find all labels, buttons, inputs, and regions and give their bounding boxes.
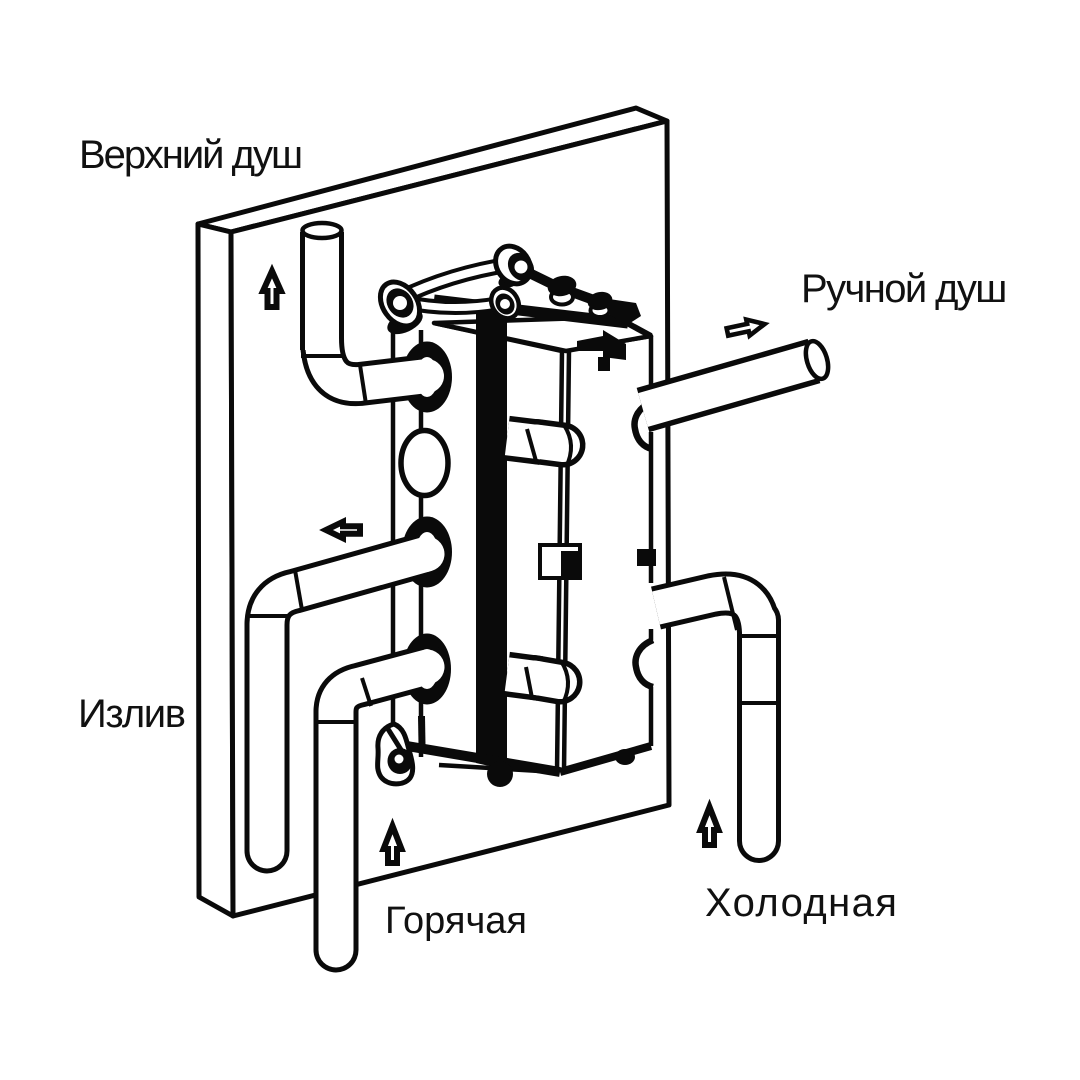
svg-text:Ручной душ: Ручной душ xyxy=(801,267,1006,311)
svg-text:Горячая: Горячая xyxy=(385,900,527,942)
svg-text:Верхний душ: Верхний душ xyxy=(79,133,301,177)
svg-text:Излив: Излив xyxy=(78,692,185,736)
svg-text:Холодная: Холодная xyxy=(705,881,898,925)
